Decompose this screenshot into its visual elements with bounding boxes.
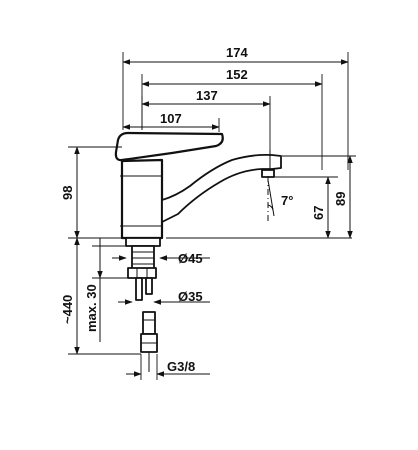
dim-thread-label: G3/8 — [167, 359, 195, 374]
spout — [161, 153, 282, 223]
dimension-89: 89 — [282, 155, 356, 239]
dim-107-label: 107 — [160, 111, 182, 126]
dim-67-label: 67 — [311, 206, 326, 220]
dim-98-label: 98 — [60, 186, 75, 200]
dimension-d35: Ø35 — [118, 289, 210, 305]
supply-pipe-top — [145, 277, 153, 295]
dim-137-label: 137 — [196, 88, 218, 103]
dimension-d45: Ø45 — [112, 251, 210, 266]
hose-fitting-upper — [142, 311, 156, 335]
dim-d35-label: Ø35 — [178, 289, 203, 304]
dimension-174: 174 — [122, 45, 349, 170]
dim-d45-label: Ø45 — [178, 251, 203, 266]
faucet-column — [120, 158, 164, 240]
dim-89-label: 89 — [333, 192, 348, 206]
lever-handle — [114, 131, 224, 162]
dim-174-label: 174 — [226, 45, 248, 60]
mounting-stud — [135, 277, 143, 301]
dim-max30-label: max. 30 — [84, 284, 99, 332]
fixing-nut — [127, 267, 157, 279]
mounting-assembly — [125, 237, 161, 372]
base-ring — [125, 237, 161, 247]
dimension-107: 107 — [122, 111, 220, 132]
dimension-98: 98 — [60, 146, 126, 239]
dim-440-label: ~440 — [60, 295, 75, 324]
angle-label: 7° — [281, 193, 293, 208]
dimension-67: 67 — [166, 176, 352, 239]
dimension-max30: max. 30 — [84, 238, 128, 342]
dimension-thread: G3/8 — [126, 354, 210, 380]
aerator — [261, 169, 275, 178]
dim-152-label: 152 — [226, 67, 248, 82]
dimension-440: ~440 — [60, 237, 141, 355]
faucet-body: 7° — [114, 131, 293, 240]
